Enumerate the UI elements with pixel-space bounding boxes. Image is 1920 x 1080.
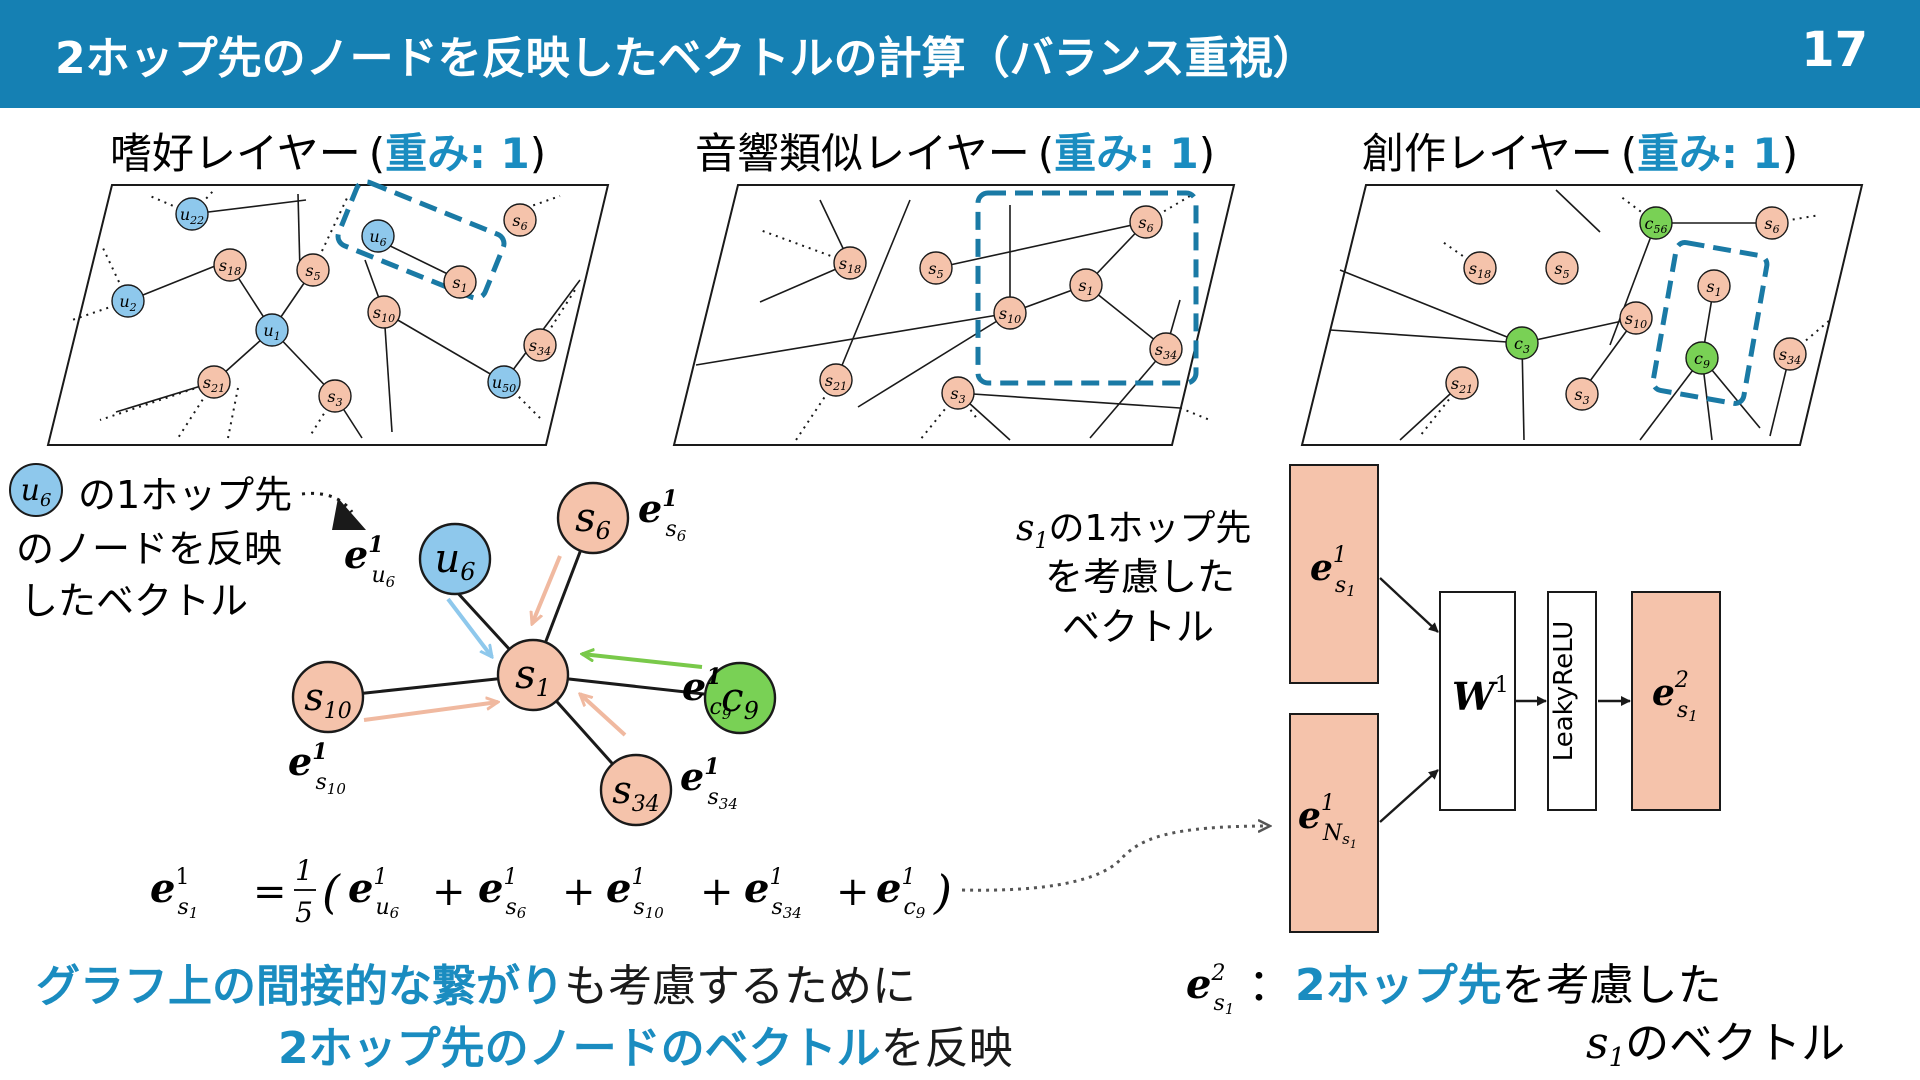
weight-W1: W1 [1452,673,1509,719]
node-s1: s1 [1078,276,1093,298]
star-node-s10: s10 [304,675,352,724]
node-s21: s21 [825,371,847,393]
node-s21: s21 [1451,374,1473,396]
node-s34: s34 [1155,340,1177,362]
node-s18: s18 [219,256,241,278]
node-s18: s18 [839,254,861,276]
node-u6: u6 [369,227,386,249]
page-number: 17 [1801,22,1868,78]
node-s5: s5 [928,259,943,281]
star-node-s6: s6 [575,495,611,545]
node-s3: s3 [327,387,342,409]
node-c3: c3 [1514,334,1530,356]
node-s34: s34 [529,336,551,358]
node-u1: u1 [263,321,280,343]
svg-text:): ) [933,865,952,919]
node-s34: s34 [1779,345,1801,367]
node-c56: c56 [1645,214,1668,236]
node-c9: c9 [1694,349,1710,371]
svg-text:ベクトル: ベクトル [1062,605,1214,649]
leakyrelu-label: LeakyReLU [1549,621,1579,762]
svg-text:5: 5 [295,896,313,929]
svg-text:の1ホップ先: の1ホップ先 [78,473,292,517]
svg-text:：: ： [1248,960,1292,1011]
s1-label: s1の1ホップ先 [1016,508,1251,554]
svg-text:u6: u6 [21,473,52,511]
svg-text:したベクトル: したベクトル [20,579,248,623]
diagram: 嗜好レイヤー(重み: 1) 音響類似レイヤー(重み: 1) 創作レイヤー(重み:… [9,129,1864,1073]
node-s5: s5 [305,261,320,283]
svg-text:2ホップ先を考慮した: 2ホップ先を考慮した [1295,960,1722,1011]
svg-text:+: + [432,869,466,915]
node-s10: s10 [999,304,1021,326]
node-s10: s10 [373,303,395,325]
node-s1: s1 [452,273,467,295]
node-s6: s6 [1138,213,1153,235]
svg-text:を考慮した: を考慮した [1045,555,1235,599]
svg-text:のノードを反映: のノードを反映 [16,527,282,571]
node-s1: s1 [1706,277,1721,299]
star-node-s1: s1 [515,652,551,702]
svg-text:(: ( [322,865,341,919]
message-line-2: 2ホップ先のノードのベクトルを反映 [278,1023,1013,1074]
star-node-s34: s34 [612,768,660,817]
svg-text:+: + [700,869,734,915]
header-bar: 2ホップ先のノードを反映したベクトルの計算（バランス重視） 17 [0,0,1920,108]
slide-title: 2ホップ先のノードを反映したベクトルの計算（バランス重視） [55,33,1317,84]
layer-panel-creation: c56 s6 s18 s5 s1 s10 c3 c9 s34 s21 s3 [1300,184,1864,446]
node-s6: s6 [1764,214,1779,236]
legend-u6: u6 の1ホップ先 のノードを反映 したベクトル [9,463,366,623]
svg-text:s1のベクトル: s1のベクトル [1586,1018,1845,1073]
layer-title-acoustic: 音響類似レイヤー(重み: 1) [695,129,1215,178]
node-s18: s18 [1469,259,1491,281]
star-node-c9: c9 [721,675,759,725]
layer-panel-acoustic: s18 s5 s6 s1 s10 s34 s21 s3 [672,184,1236,446]
svg-text:+: + [836,869,870,915]
node-s5: s5 [1554,259,1569,281]
layer-panel-preference: u22 u2 s18 s5 u1 u6 s1 s6 s10 s34 s21 s3… [46,179,610,446]
svg-text:1: 1 [295,854,313,887]
node-s6: s6 [512,211,527,233]
node-u50: u50 [492,373,516,395]
layer-title-creation: 創作レイヤー(重み: 1) [1362,129,1798,178]
node-u22: u22 [180,205,204,227]
svg-text:=: = [253,869,287,915]
svg-text:+: + [562,869,596,915]
node-s3: s3 [1574,385,1589,407]
node-s3: s3 [950,384,965,406]
node-s10: s10 [1625,309,1647,331]
node-s21: s21 [203,373,225,395]
layer-title-preference: 嗜好レイヤー(重み: 1) [110,129,546,178]
star-node-u6: u6 [434,536,475,586]
node-u2: u2 [119,292,136,314]
message-line-1: グラフ上の間接的な繋がりも考慮するために [36,961,916,1012]
